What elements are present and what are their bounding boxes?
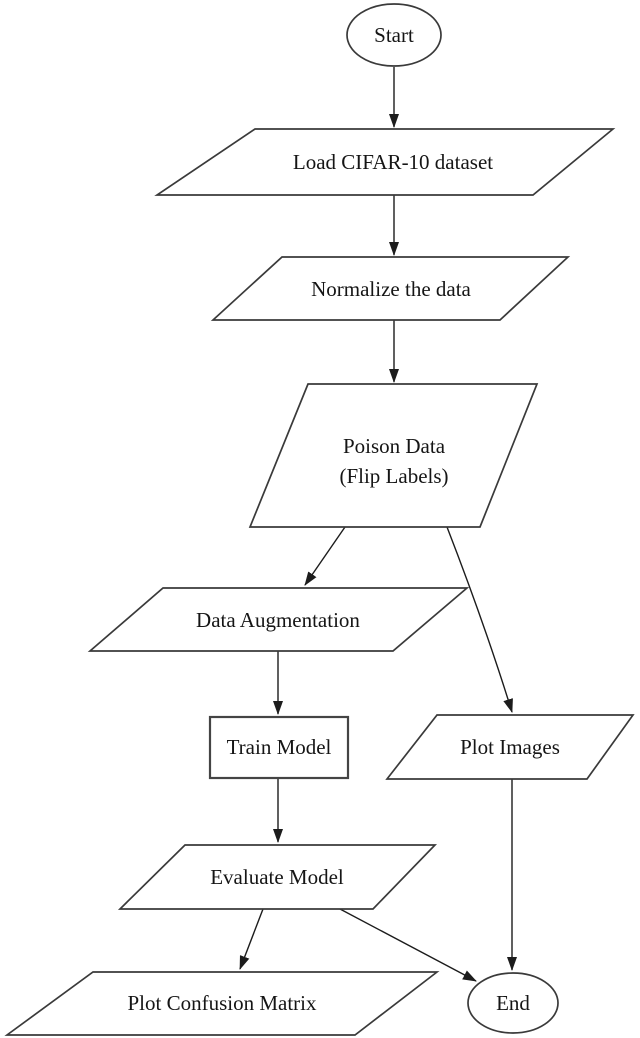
evaluate-model-label: Evaluate Model <box>210 865 344 889</box>
poison-data-io-shape <box>248 383 539 528</box>
edge-poison-to-augment <box>304 526 346 586</box>
edges-layer <box>239 67 517 982</box>
node-plot-images: Plot Images <box>385 714 635 780</box>
poison-data-label-line1: Poison Data <box>343 434 446 458</box>
edge-evaluate-to-plot-confusion <box>239 908 264 970</box>
node-load-dataset: Load CIFAR-10 dataset <box>154 128 616 196</box>
data-augmentation-io-shape <box>87 587 470 652</box>
normalize-label: Normalize the data <box>311 277 471 301</box>
plot-images-label: Plot Images <box>460 735 560 759</box>
start-terminator-shape <box>346 3 442 67</box>
node-plot-confusion-matrix: Plot Confusion Matrix <box>4 971 440 1036</box>
node-data-augmentation: Data Augmentation <box>87 587 470 652</box>
end-label: End <box>496 991 530 1015</box>
start-label: Start <box>374 23 414 47</box>
node-poison-data: Poison Data (Flip Labels) <box>248 383 539 528</box>
poison-data-label-line2: (Flip Labels) <box>339 464 448 488</box>
edge-poison-to-plot-images <box>446 526 513 713</box>
node-end: End <box>467 972 559 1034</box>
evaluate-model-io-shape <box>117 844 438 910</box>
load-dataset-label: Load CIFAR-10 dataset <box>293 150 493 174</box>
node-start: Start <box>346 3 442 67</box>
plot-confusion-matrix-io-shape <box>4 971 440 1036</box>
edge-evaluate-to-end <box>339 908 477 982</box>
plot-confusion-matrix-label: Plot Confusion Matrix <box>127 991 317 1015</box>
load-dataset-io-shape <box>154 128 616 196</box>
train-model-process-shape <box>208 715 350 780</box>
data-augmentation-label: Data Augmentation <box>196 608 360 632</box>
normalize-io-shape <box>210 256 571 321</box>
train-model-label: Train Model <box>227 735 332 759</box>
node-evaluate-model: Evaluate Model <box>117 844 438 910</box>
end-terminator-shape <box>467 972 559 1034</box>
node-normalize: Normalize the data <box>210 256 571 321</box>
node-train-model: Train Model <box>208 715 350 780</box>
plot-images-io-shape <box>385 714 635 780</box>
